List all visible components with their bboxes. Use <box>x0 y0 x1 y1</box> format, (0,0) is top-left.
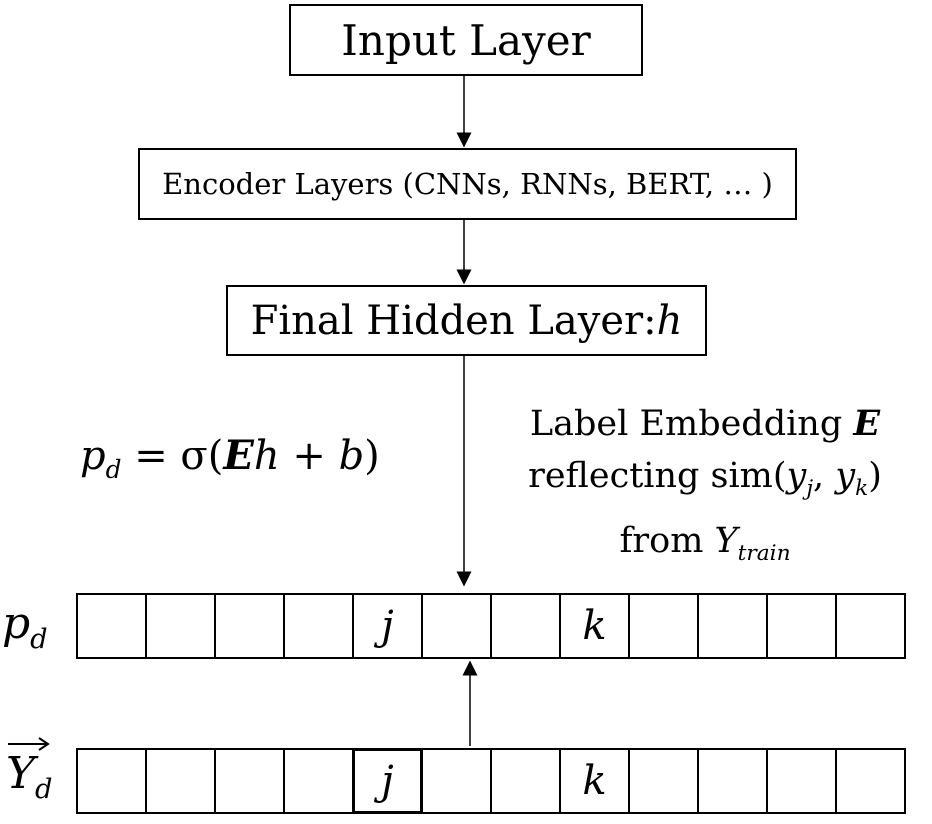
yd-cell <box>76 748 147 814</box>
input-layer-label: Input Layer <box>341 15 591 65</box>
yd-cell <box>421 748 492 814</box>
yd-cell <box>283 748 354 814</box>
yd-cell <box>766 748 837 814</box>
pd-cell-j: j <box>352 593 423 659</box>
final-hidden-layer-label: Final Hidden Layer: <box>250 297 657 344</box>
pd-cell <box>421 593 492 659</box>
pd-cell <box>490 593 561 659</box>
pd-cell <box>76 593 147 659</box>
label-embedding-annotation: Label Embedding E reflecting sim(yj, yk)… <box>500 398 910 580</box>
pd-cell <box>835 593 906 659</box>
output-formula: pd = σ(Eh + b) <box>80 432 380 484</box>
yd-cell <box>697 748 768 814</box>
yd-cell <box>145 748 216 814</box>
annotation-line-2: reflecting sim(yj, yk) <box>528 456 882 501</box>
annotation-line-3: from Ytrain <box>619 521 791 566</box>
pd-row-label: pd <box>2 598 48 655</box>
yd-cell <box>835 748 906 814</box>
encoder-layers-label: Encoder Layers (CNNs, RNNs, BERT, … ) <box>162 167 773 201</box>
hidden-variable: h <box>656 297 683 344</box>
input-layer-box: Input Layer <box>289 4 643 76</box>
annotation-line-1: Label Embedding E <box>529 403 881 444</box>
pd-vector-row: j k <box>76 593 906 659</box>
yd-cell-j: j <box>352 748 423 814</box>
pd-cell <box>697 593 768 659</box>
pd-cell-k: k <box>559 593 630 659</box>
encoder-layers-box: Encoder Layers (CNNs, RNNs, BERT, … ) <box>138 148 797 220</box>
vector-arrow-icon <box>8 737 50 751</box>
yd-cell-k: k <box>559 748 630 814</box>
yd-cell <box>490 748 561 814</box>
yd-vector-row: j k <box>76 748 906 814</box>
pd-cell <box>766 593 837 659</box>
yd-cell <box>628 748 699 814</box>
yd-row-label: Yd <box>6 737 53 805</box>
pd-cell <box>628 593 699 659</box>
pd-cell <box>283 593 354 659</box>
pd-cell <box>145 593 216 659</box>
yd-cell <box>214 748 285 814</box>
final-hidden-layer-box: Final Hidden Layer: h <box>226 285 707 356</box>
pd-cell <box>214 593 285 659</box>
